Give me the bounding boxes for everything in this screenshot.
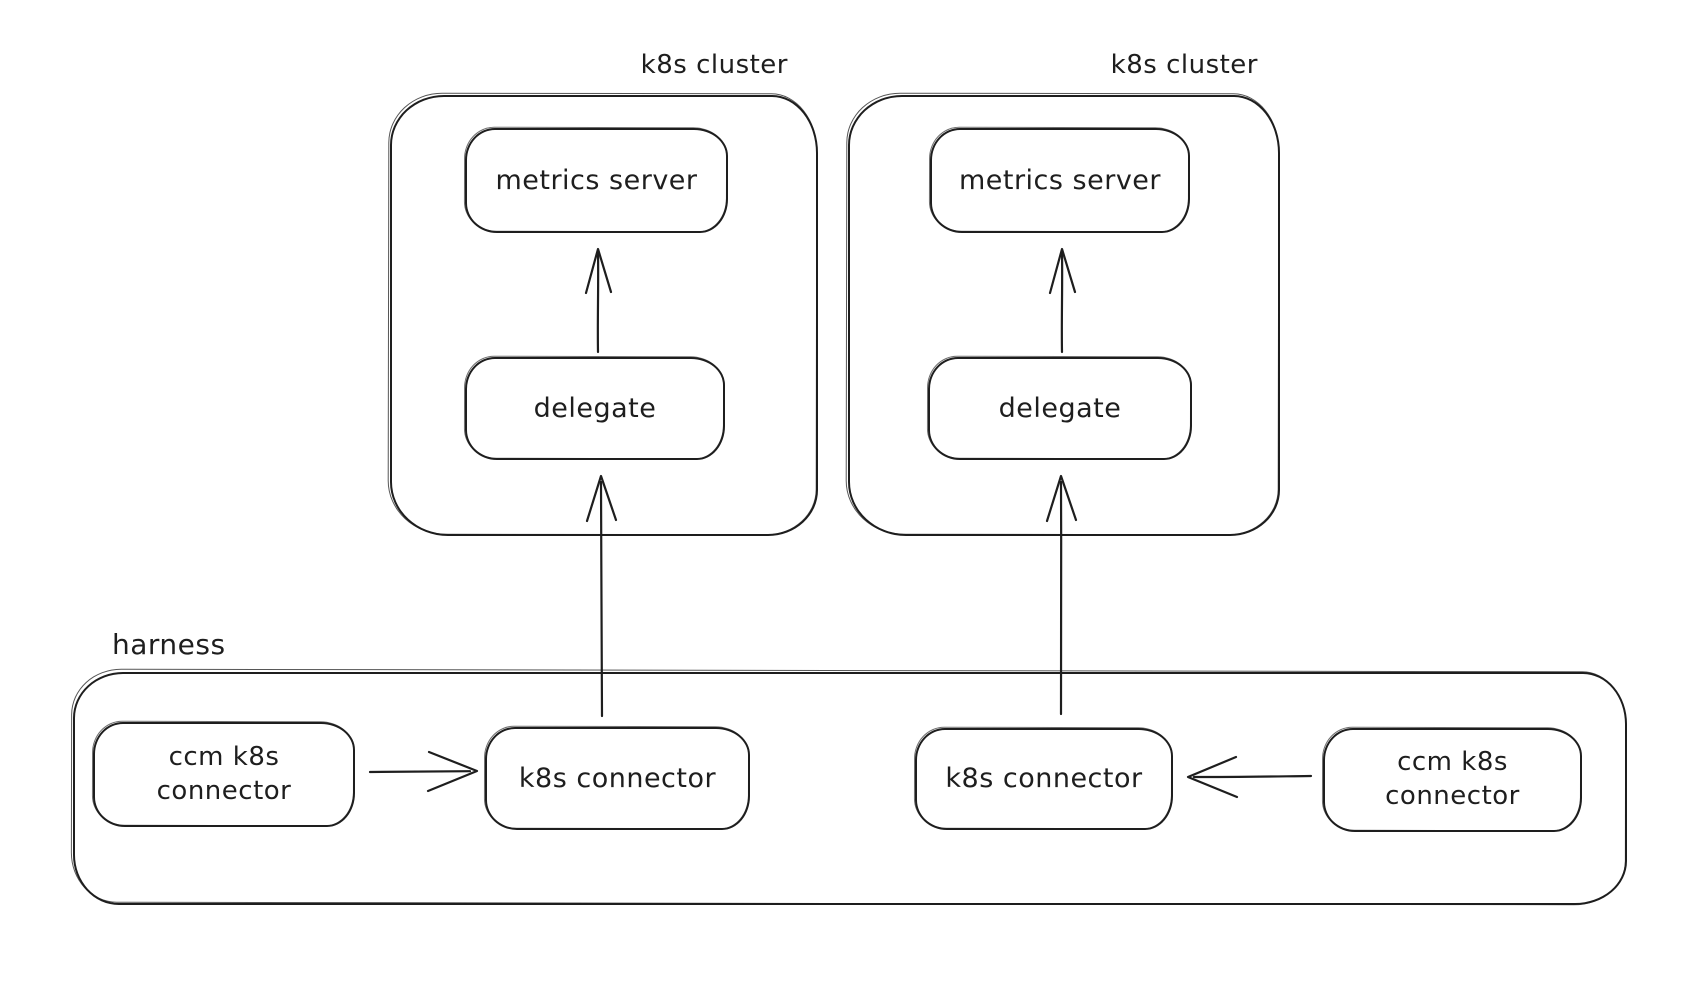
delegate-node-right: delegate	[928, 357, 1192, 460]
ccm-k8s-connector-node-right: ccm k8s connector	[1323, 728, 1582, 832]
k8s-cluster-label-right: k8s cluster	[1110, 50, 1258, 80]
ccm-k8s-connector-node-left: ccm k8s connector	[93, 722, 355, 827]
k8s-cluster-label-left: k8s cluster	[640, 50, 788, 80]
k8s-cluster-box-left	[390, 95, 818, 536]
delegate-node-left: delegate	[465, 357, 725, 460]
k8s-connector-node-left: k8s connector	[485, 727, 750, 830]
metrics-server-node-right: metrics server	[930, 128, 1190, 233]
metrics-server-node-left: metrics server	[465, 128, 728, 233]
harness-label: harness	[112, 628, 226, 661]
harness-box	[73, 672, 1627, 905]
k8s-cluster-box-right	[848, 95, 1280, 536]
k8s-connector-node-right: k8s connector	[915, 728, 1173, 830]
